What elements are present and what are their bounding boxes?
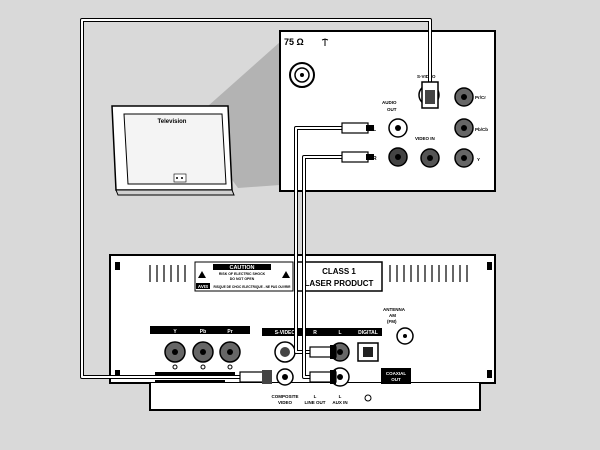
- line-out-label: LINE OUT: [305, 400, 326, 405]
- audio-out-label: AUDIO: [382, 100, 397, 105]
- video-plug-system: [239, 370, 272, 384]
- exclamation-warning-icon: [282, 271, 290, 278]
- antenna-label-2: AM: [389, 313, 396, 318]
- pr-cr-jack[interactable]: [454, 87, 474, 107]
- line-out-l-label: L: [314, 394, 317, 399]
- antenna-label-1: ANTENNA: [383, 307, 406, 312]
- antenna-label-3: (FM): [387, 319, 397, 324]
- television: Television: [111, 105, 235, 196]
- comp-pb-label: Pb: [200, 329, 206, 335]
- lightning-warning-icon: [198, 271, 206, 278]
- pr-cr-label: Pr/Cr: [475, 95, 486, 100]
- panel-bar: [155, 380, 225, 383]
- channel-r-label: R: [313, 330, 317, 336]
- caution-line2: DO NOT OPEN: [230, 277, 255, 281]
- mounting-hole: [115, 370, 120, 378]
- comp-pb-jack[interactable]: [192, 341, 214, 370]
- impedance-label: 75 Ω: [284, 37, 304, 47]
- tv-connector-panel: 75 Ω S-VIDEO AUDIO OUT L R VIDEO IN: [279, 30, 496, 192]
- composite-label-1: COMPOSITE: [271, 394, 298, 399]
- pb-cb-label: Pb/Cb: [475, 127, 488, 132]
- laser-line2: LASER PRODUCT: [305, 279, 374, 288]
- caution-label: CAUTION RISK OF ELECTRIC SHOCK DO NOT OP…: [194, 261, 294, 292]
- video-plug-tv: [421, 81, 439, 109]
- antenna-symbol-icon: [321, 38, 329, 46]
- comp-y-jack[interactable]: [164, 341, 186, 370]
- svideo-out-jack[interactable]: [274, 341, 296, 363]
- aux-in-l-label: L: [339, 394, 342, 399]
- antenna-in-jack[interactable]: [289, 62, 315, 88]
- coaxial-label-box: [381, 368, 411, 384]
- avis-line: RISQUE DE CHOC ELECTRIQUE - NE PAS OUVRI…: [214, 285, 292, 289]
- video-in-label: VIDEO IN: [415, 136, 435, 141]
- audio-plug-tv-r: [341, 151, 374, 163]
- vent-slots: [149, 265, 468, 282]
- coaxial-screw: [364, 394, 372, 402]
- avis-text: AVIS: [198, 284, 208, 289]
- comp-pr-label: Pr: [227, 329, 232, 335]
- mounting-hole: [487, 370, 492, 378]
- audio-r-label: R: [373, 156, 377, 162]
- y-label: Y: [477, 157, 480, 162]
- antenna-jack[interactable]: [396, 327, 414, 345]
- coaxial-label-1: COAXIAL: [386, 371, 407, 376]
- laser-line1: CLASS 1: [322, 267, 356, 276]
- laser-product-label: CLASS 1 LASER PRODUCT: [296, 261, 383, 292]
- audio-plug-system-r: [309, 370, 337, 384]
- tv-rear-connector-area: [173, 173, 187, 183]
- component-video-out: Y Pb Pr: [150, 326, 250, 370]
- svideo-out-label: S-VIDEO: [275, 330, 296, 336]
- comp-pr-jack[interactable]: [219, 341, 241, 370]
- mounting-hole: [115, 262, 120, 270]
- audio-plug-system-l: [309, 345, 337, 359]
- y-jack[interactable]: [454, 148, 474, 168]
- comp-y-label: Y: [173, 329, 177, 335]
- video-cable: [80, 18, 432, 379]
- composite-video-out-jack[interactable]: [276, 368, 294, 386]
- audio-out-l-jack[interactable]: [388, 118, 408, 138]
- audio-out-sublabel: OUT: [387, 107, 397, 112]
- coaxial-label-2: OUT: [391, 377, 401, 382]
- audio-out-r-jack[interactable]: [388, 147, 408, 167]
- svideo-label: S-VIDEO: [417, 74, 436, 79]
- audio-l-label: L: [373, 127, 376, 133]
- pb-cb-jack[interactable]: [454, 118, 474, 138]
- channel-l-label: L: [338, 330, 341, 336]
- caution-line1: RISK OF ELECTRIC SHOCK: [219, 272, 266, 276]
- mounting-hole: [487, 262, 492, 270]
- output-header-bar: [262, 328, 382, 336]
- television-label: Television: [158, 119, 187, 125]
- video-in-jack[interactable]: [420, 148, 440, 168]
- aux-in-label: AUX IN: [332, 400, 347, 405]
- audio-plug-tv-l: [341, 122, 374, 134]
- panel-bar: [155, 372, 235, 376]
- digital-out-jack[interactable]: [357, 342, 379, 362]
- composite-label-2: VIDEO: [278, 400, 293, 405]
- caution-title: CAUTION: [229, 265, 254, 271]
- digital-label: DIGITAL: [358, 330, 378, 336]
